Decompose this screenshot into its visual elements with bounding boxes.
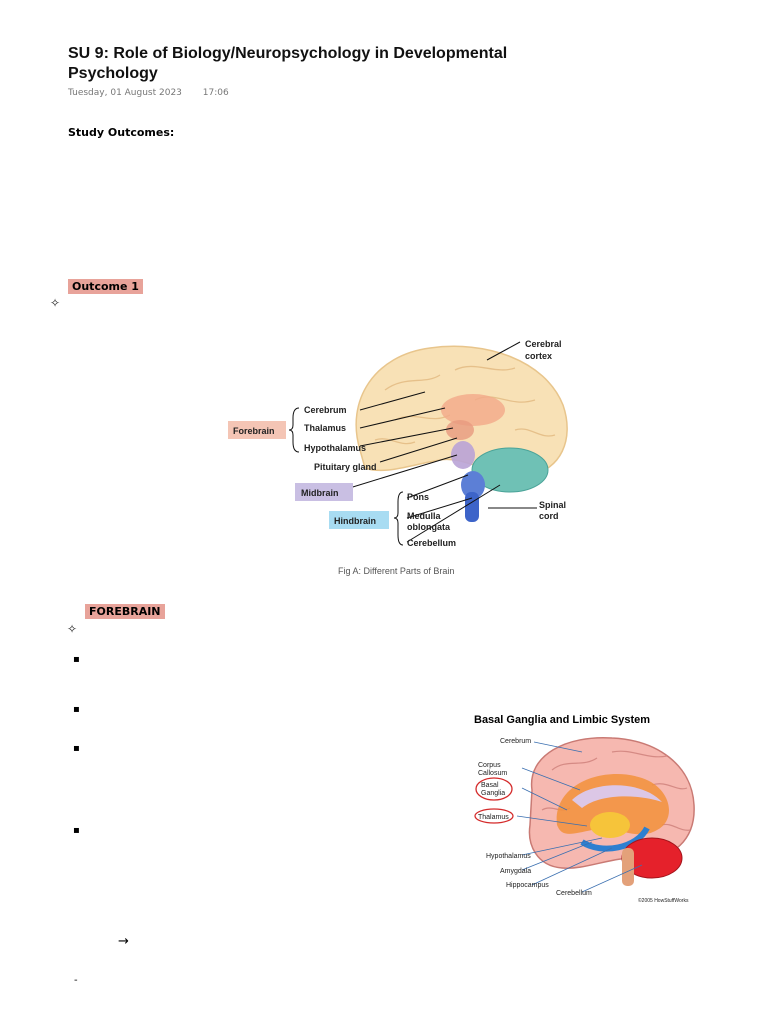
basal-ganglia-figure: Cerebrum Corpus Callosum Basal Ganglia T… [474,736,695,904]
label-spinal-cord-1: Spinal [539,500,566,510]
thalamus-circle [474,808,514,824]
figure-b-credit: ©2005 HowStuffWorks [638,897,689,904]
label-b-hippocampus: Hippocampus [506,882,549,889]
sparkle-bullet-icon: ✧ [50,296,61,310]
label-b-thalamus: Thalamus [478,814,509,821]
label-midbrain: Midbrain [301,488,339,498]
thalamus-shape [441,394,505,426]
figure-a-caption: Fig A: Different Parts of Brain [338,566,455,576]
list-bullet-1: ▪ [73,654,80,665]
outcome-1-heading: Outcome 1 [68,279,143,294]
dash-bullet: - [74,975,78,986]
forebrain-tag [228,421,286,439]
label-b-corpus-1: Corpus [478,762,501,769]
label-b-basal-2: Ganglia [481,790,505,797]
label-hypothalamus: Hypothalamus [304,443,366,453]
label-pons: Pons [407,492,429,502]
outcome-1-label: Outcome 1 [68,279,143,294]
forebrain-heading: FOREBRAIN [85,604,165,619]
forebrain-label: FOREBRAIN [85,604,165,619]
page-date: Tuesday, 01 August 2023 [68,88,182,98]
pons-shape [461,471,485,499]
hippocampus-shape [580,826,650,852]
page-title: SU 9: Role of Biology/Neuropsychology in… [68,45,508,82]
label-cerebral-cortex-1: Cerebral [525,339,562,349]
midbrain-shape [451,441,475,469]
label-b-cerebellum: Cerebellum [556,890,592,897]
study-outcomes-heading: Study Outcomes: [68,126,175,139]
label-spinal-cord-2: cord [539,511,559,521]
page-time: 17:06 [202,88,229,98]
page-meta: Tuesday, 01 August 2023 17:06 [68,88,247,98]
brain-parts-figure: Cerebral cortex Cerebrum Thalamus Hypoth… [228,339,568,548]
label-thalamus: Thalamus [304,423,346,433]
label-cerebellum: Cerebellum [407,538,456,548]
label-b-corpus-2: Callosum [478,770,507,777]
label-b-basal-1: Basal [481,782,499,789]
thalamus-shape-b [590,812,630,838]
label-b-cerebrum: Cerebrum [500,738,531,745]
figure-b-title: Basal Ganglia and Limbic System [474,714,651,726]
label-hindbrain: Hindbrain [334,516,376,526]
basal-ganglia-circle [475,777,513,801]
brainstem-shape [622,848,634,886]
label-cerebral-cortex-2: cortex [525,351,552,361]
hindbrain-tag [329,511,389,529]
arrow-icon: → [118,934,129,949]
list-bullet-3: ▪ [73,743,80,754]
label-cerebrum: Cerebrum [304,405,347,415]
sparkle-bullet-icon: ✧ [67,622,78,636]
midbrain-tag [295,483,353,501]
cerebellum-shape [471,447,549,493]
corpus-callosum-shape [572,785,662,808]
label-forebrain: Forebrain [233,426,275,436]
label-b-hypothalamus: Hypothalamus [486,853,531,860]
list-bullet-2: ▪ [73,704,80,715]
label-medulla-1: Medulla [407,511,441,521]
label-pituitary-gland: Pituitary gland [314,462,377,472]
label-medulla-2: oblongata [407,522,451,532]
label-b-amygdala: Amygdala [500,868,531,875]
list-bullet-4: ▪ [73,825,80,836]
medulla-shape [465,492,479,522]
hypothalamus-shape [446,420,474,440]
